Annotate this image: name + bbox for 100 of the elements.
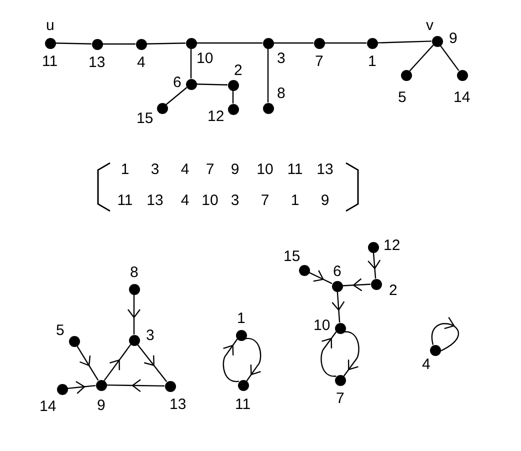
arrow: [127, 294, 141, 334]
vertex-number: 12: [208, 108, 224, 124]
vertex-number: 7: [315, 54, 324, 68]
matrix-entry: 9: [320, 192, 330, 210]
matrix-entry: 11: [116, 192, 134, 210]
vertex-dot: [366, 38, 378, 48]
arrow: [106, 378, 164, 392]
edge-line: [196, 84, 228, 86]
vertex-number: 4: [137, 54, 146, 70]
vertex-number: 9: [97, 398, 106, 412]
vertex-dot: [298, 264, 310, 276]
edge-line: [55, 42, 92, 44]
vertex-number: 2: [389, 282, 398, 298]
matrix-entry: 4: [180, 192, 190, 210]
vertex-number: 6: [173, 74, 182, 90]
vertex-dot: [128, 334, 140, 346]
vertex-dot: [332, 280, 342, 292]
vertex-dot: [92, 38, 102, 50]
vertex-number: 1: [237, 310, 246, 326]
vertex-number: 13: [88, 54, 106, 70]
vertex-number: 6: [333, 264, 342, 278]
vertex-dot: [44, 38, 56, 48]
arrow: [342, 278, 371, 292]
vertex-dot: [262, 38, 274, 48]
arrow: [104, 344, 132, 381]
arrow: [368, 252, 381, 279]
vertex-number: 8: [130, 264, 138, 280]
arrow: [431, 316, 459, 352]
vertex-dot: [186, 38, 196, 48]
matrix-entry: 1: [120, 161, 130, 179]
vertex-dot: [96, 380, 106, 390]
vertex-dot: [368, 242, 378, 252]
vertex-dot: [400, 70, 412, 80]
edge-line: [274, 42, 314, 44]
edge-line: [102, 43, 136, 45]
vertex-dot: [314, 38, 324, 48]
vertex-dot: [236, 330, 246, 340]
vertex-dot: [334, 374, 346, 386]
vertex-name: v: [426, 18, 434, 32]
matrix-entry: 13: [316, 161, 334, 179]
vertex-dot: [228, 80, 238, 90]
arrow: [76, 345, 99, 381]
edge-line: [146, 42, 186, 44]
edge-line: [440, 45, 460, 71]
vertex-dot: [56, 384, 68, 394]
edge-line: [377, 40, 432, 44]
vertex-number: 12: [384, 238, 400, 252]
matrix-entry: 7: [204, 161, 216, 179]
vertex-dot: [128, 284, 140, 294]
vertex-dot: [164, 380, 176, 392]
vertex-dot: [238, 380, 248, 390]
matrix-entry: 9: [230, 161, 240, 179]
vertex-number: 1: [368, 54, 376, 68]
edge-line: [267, 48, 269, 102]
vertex-number: 5: [56, 322, 64, 338]
vertex-number: 15: [136, 110, 154, 126]
edge-line: [324, 42, 366, 44]
vertex-number: 5: [398, 90, 406, 104]
vertex-number: 9: [449, 30, 458, 46]
vertex-dot: [136, 38, 146, 50]
edge-line: [196, 42, 262, 44]
vertex-dot: [370, 278, 382, 290]
matrix-entry: 10: [256, 161, 274, 179]
vertex-number: 8: [277, 86, 286, 100]
matrix-entry: 10: [200, 192, 220, 210]
vertex-dot: [334, 322, 346, 334]
arrow: [332, 291, 345, 323]
vertex-number: 11: [235, 396, 251, 412]
vertex-number: 2: [234, 62, 242, 78]
matrix-entry: 7: [260, 192, 270, 210]
matrix-entry: 1: [290, 192, 300, 210]
edge-line: [190, 48, 192, 78]
matrix-entry: 11: [286, 161, 304, 179]
vertex-dot: [228, 104, 238, 114]
arrow: [244, 338, 262, 382]
arrow: [136, 344, 168, 382]
arrow: [343, 331, 360, 376]
vertex-dot: [456, 70, 468, 80]
vertex-number: 10: [196, 50, 214, 66]
matrix-entry: 3: [150, 161, 160, 179]
vertex-number: 7: [336, 390, 344, 406]
edge-line: [166, 87, 188, 105]
edge-line: [232, 90, 234, 104]
matrix-entry: 13: [146, 192, 164, 210]
vertex-dot: [430, 344, 440, 356]
vertex-name: u: [46, 18, 54, 32]
matrix-entry: 3: [230, 192, 240, 210]
arrow: [67, 380, 96, 394]
vertex-dot: [68, 336, 80, 346]
vertex-number: 13: [170, 396, 186, 412]
vertex-number: 3: [277, 50, 286, 66]
matrix-entry: 4: [180, 161, 190, 179]
vertex-number: 3: [146, 328, 154, 342]
vertex-dot: [432, 36, 442, 46]
arrow: [222, 338, 240, 382]
vertex-number: 15: [284, 248, 300, 264]
vertex-dot: [262, 102, 274, 114]
vertex-number: 10: [314, 318, 330, 332]
vertex-number: 14: [40, 398, 56, 414]
vertex-dot: [156, 102, 168, 114]
